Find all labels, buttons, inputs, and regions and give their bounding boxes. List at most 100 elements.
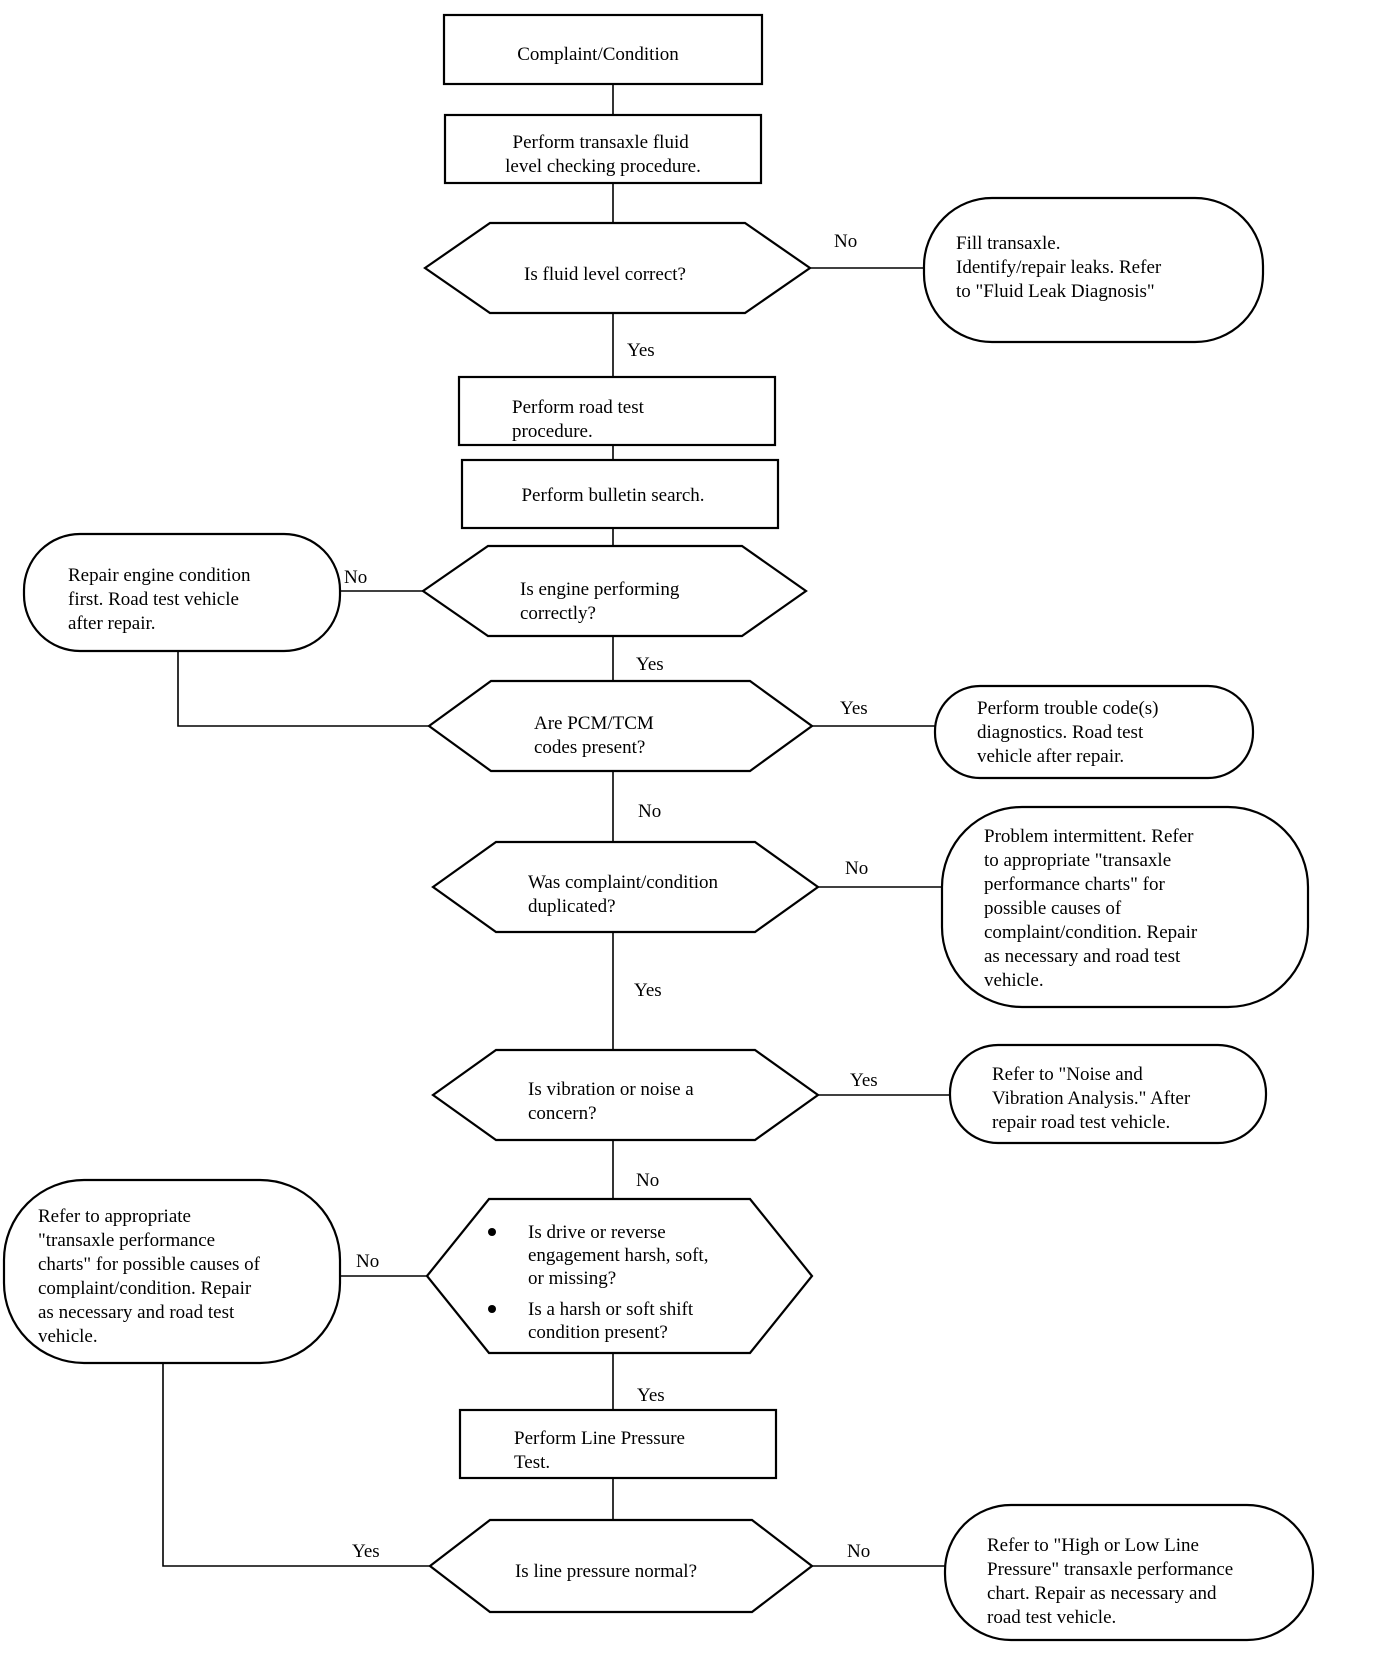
intermittent-line-3: performance charts" for [984, 874, 1165, 895]
high-low-pressure-line-3: chart. Repair as necessary and [987, 1583, 1217, 1604]
connector-engine-repair-return [177, 651, 429, 727]
engine-question-text: Is engine performing correctly? [520, 579, 684, 624]
noise-vibration-line-2: Vibration Analysis." After [992, 1088, 1191, 1109]
fill-transaxle-line-1: Fill transaxle. [956, 233, 1060, 254]
dup-question-line-1: Was complaint/condition [528, 872, 719, 893]
engine-repair-text: Repair engine condition first. Road test… [68, 565, 255, 634]
bulletin-box [460, 458, 780, 530]
high-low-pressure-box [943, 1503, 1315, 1642]
codes-question-text: Are PCM/TCM codes present? [534, 713, 659, 758]
noise-vibration-text: Refer to "Noise and Vibration Analysis."… [992, 1064, 1195, 1133]
noise-vibration-line-3: repair road test vehicle. [992, 1112, 1170, 1133]
label-vib-yes: Yes [850, 1070, 878, 1091]
performance-charts-line-1: Refer to appropriate [38, 1206, 191, 1227]
engine-question-line-2: correctly? [520, 603, 596, 624]
label-dup-yes: Yes [634, 980, 662, 1001]
bulletin-line-1: Perform bulletin search. [521, 485, 704, 506]
vib-question-line-1: Is vibration or noise a [528, 1079, 694, 1100]
line-test-line-1: Perform Line Pressure [514, 1428, 685, 1449]
performance-charts-line-4: complaint/condition. Repair [38, 1278, 252, 1299]
engage-question-line-5: condition present? [528, 1322, 668, 1343]
fill-transaxle-text: Fill transaxle. Identify/repair leaks. R… [956, 233, 1166, 302]
branch-labels: No Yes No Yes Yes No No Yes Yes No No Ye… [344, 231, 878, 1562]
label-fluid-yes: Yes [627, 340, 655, 361]
codes-diagnostics-line-1: Perform trouble code(s) [977, 698, 1159, 719]
codes-diagnostics-text: Perform trouble code(s) diagnostics. Roa… [977, 698, 1163, 767]
high-low-pressure-line-1: Refer to "High or Low Line [987, 1535, 1199, 1556]
fluid-check-text: Perform transaxle fluid level checking p… [505, 132, 701, 177]
dup-question-text: Was complaint/condition duplicated? [528, 872, 723, 917]
fluid-question-hexagon [423, 221, 812, 315]
fluid-check-line-1: Perform transaxle fluid [513, 132, 690, 153]
label-engine-no: No [344, 567, 367, 588]
label-line-no: No [847, 1541, 870, 1562]
label-fluid-no: No [834, 231, 857, 252]
line-test-text: Perform Line Pressure Test. [514, 1428, 690, 1473]
dup-question-hexagon [431, 840, 820, 934]
road-test-box [457, 375, 777, 447]
vib-question-text: Is vibration or noise a concern? [528, 1079, 698, 1124]
engage-question-line-2: engagement harsh, soft, [528, 1245, 708, 1266]
engage-question-text: Is drive or reverse engagement harsh, so… [528, 1222, 713, 1343]
codes-question-hexagon [427, 679, 814, 773]
connectors [162, 84, 950, 1567]
label-codes-no: No [638, 801, 661, 822]
fluid-question-line-1: Is fluid level correct? [524, 264, 686, 285]
bulletin-text: Perform bulletin search. [521, 485, 704, 506]
node-texts-left: Fill transaxle. Identify/repair leaks. R… [38, 233, 1238, 1628]
engine-repair-line-1: Repair engine condition [68, 565, 251, 586]
fluid-check-line-2: level checking procedure. [505, 156, 701, 177]
complaint-text: Complaint/Condition [517, 44, 679, 65]
bullet-icon [488, 1305, 496, 1313]
fill-transaxle-box [922, 196, 1265, 344]
fluid-check-box [443, 113, 763, 185]
line-question-text: Is line pressure normal? [515, 1561, 697, 1582]
high-low-pressure-text: Refer to "High or Low Line Pressure" tra… [987, 1535, 1238, 1628]
connector-line-yes [162, 1363, 430, 1567]
codes-question-line-1: Are PCM/TCM [534, 713, 654, 734]
codes-diagnostics-line-3: vehicle after repair. [977, 746, 1124, 767]
performance-charts-line-5: as necessary and road test [38, 1302, 235, 1323]
label-dup-no: No [845, 858, 868, 879]
intermittent-line-1: Problem intermittent. Refer [984, 826, 1194, 847]
performance-charts-line-3: charts" for possible causes of [38, 1254, 261, 1275]
label-vib-no: No [636, 1170, 659, 1191]
engage-question-line-1: Is drive or reverse [528, 1222, 666, 1243]
noise-vibration-line-1: Refer to "Noise and [992, 1064, 1143, 1085]
label-engine-yes: Yes [636, 654, 664, 675]
performance-charts-line-2: "transaxle performance [38, 1230, 215, 1251]
road-test-line-2: procedure. [512, 421, 593, 442]
fluid-question-text: Is fluid level correct? [524, 264, 686, 285]
noise-vibration-box [948, 1043, 1268, 1145]
line-question-line-1: Is line pressure normal? [515, 1561, 697, 1582]
high-low-pressure-line-4: road test vehicle. [987, 1607, 1116, 1628]
process-boxes [442, 13, 780, 1480]
node-texts: Complaint/Condition Perform transaxle fl… [505, 44, 704, 1582]
high-low-pressure-line-2: Pressure" transaxle performance [987, 1559, 1233, 1580]
action-boxes [2, 196, 1315, 1642]
engage-bullets [488, 1228, 496, 1313]
codes-diagnostics-line-2: diagnostics. Road test [977, 722, 1144, 743]
line-question-hexagon [428, 1518, 814, 1614]
decision-nodes [421, 221, 820, 1614]
intermittent-box [940, 805, 1310, 1009]
performance-charts-box [2, 1178, 342, 1365]
engine-repair-box [22, 532, 342, 653]
label-engage-no: No [356, 1251, 379, 1272]
intermittent-line-6: as necessary and road test [984, 946, 1181, 967]
bullet-icon [488, 1228, 496, 1236]
engine-repair-line-2: first. Road test vehicle [68, 589, 239, 610]
line-test-line-2: Test. [514, 1452, 550, 1473]
engine-question-hexagon [421, 544, 808, 638]
engage-question-hexagon [425, 1197, 814, 1355]
intermittent-line-7: vehicle. [984, 970, 1044, 991]
engine-question-line-1: Is engine performing [520, 579, 680, 600]
codes-question-line-2: codes present? [534, 737, 645, 758]
intermittent-line-5: complaint/condition. Repair [984, 922, 1198, 943]
codes-diagnostics-box [933, 684, 1255, 780]
fill-transaxle-line-2: Identify/repair leaks. Refer [956, 257, 1162, 278]
fill-transaxle-line-3: to "Fluid Leak Diagnosis" [956, 281, 1155, 302]
performance-charts-text: Refer to appropriate "transaxle performa… [38, 1206, 265, 1347]
vib-question-hexagon [431, 1048, 820, 1142]
